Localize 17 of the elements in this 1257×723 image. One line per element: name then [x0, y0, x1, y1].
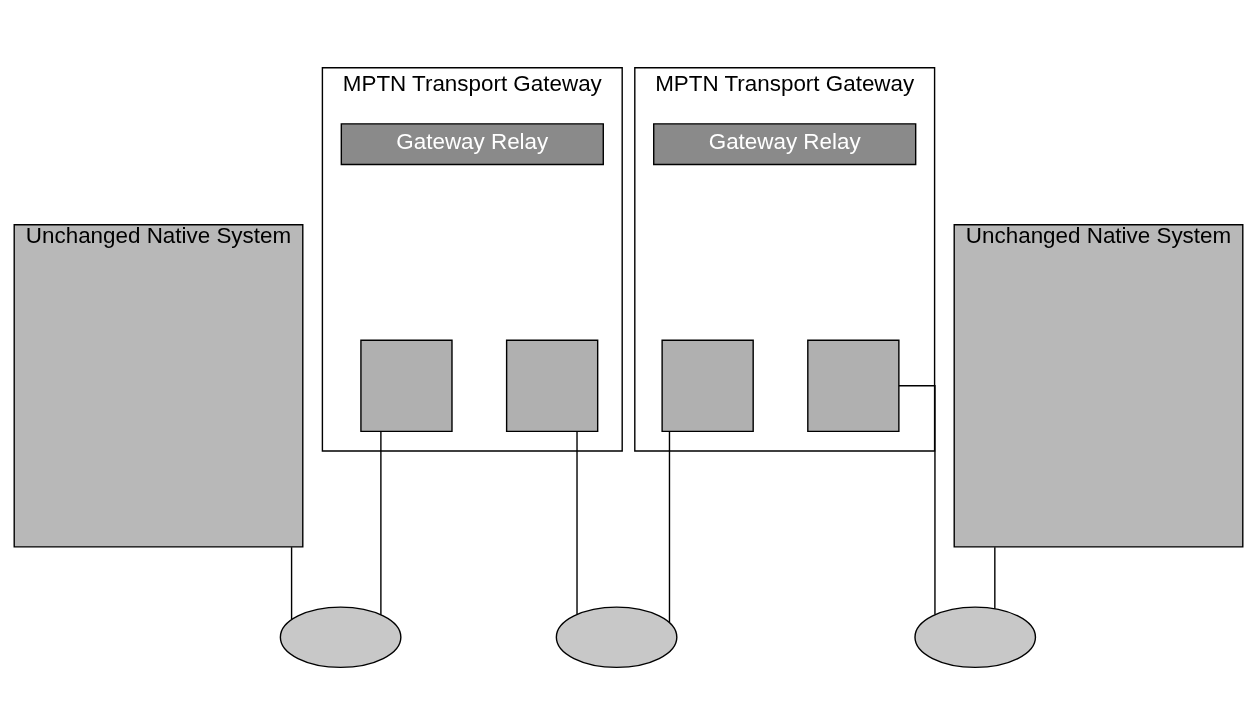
- node-box: [807, 339, 900, 432]
- connector: [994, 546, 996, 609]
- node-box: [661, 339, 754, 432]
- connector: [576, 430, 578, 615]
- connector: [380, 430, 382, 615]
- connector: [668, 430, 671, 623]
- node-box: Unchanged Native System: [13, 223, 304, 548]
- connector: [290, 546, 293, 620]
- node-box: [360, 339, 453, 432]
- node-cloud: [279, 605, 402, 668]
- node-box: Gateway Relay: [653, 122, 917, 165]
- connector: [898, 384, 936, 615]
- node-box: Gateway Relay: [340, 122, 604, 165]
- node-box: [505, 339, 599, 432]
- node-box: Unchanged Native System: [953, 223, 1244, 548]
- node-cloud: [914, 605, 1037, 668]
- node-cloud: [555, 605, 678, 668]
